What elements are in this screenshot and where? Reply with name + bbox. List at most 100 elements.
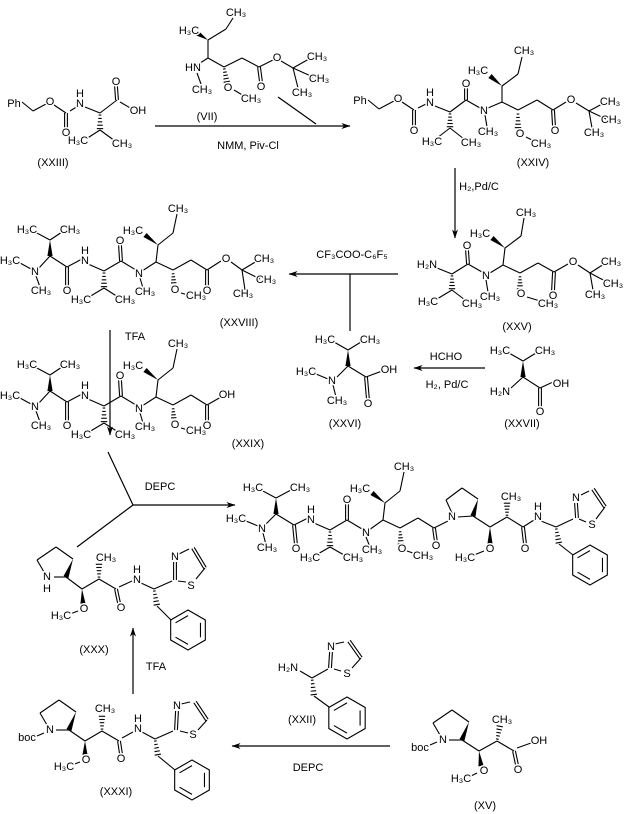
atom-label: H₃C	[418, 296, 438, 308]
atom-label: H₂N	[490, 386, 510, 398]
atom-label: H₃C	[68, 135, 88, 147]
atom-label: CH₃	[585, 289, 605, 301]
atom-label: O	[462, 78, 471, 90]
atom-label: OH	[531, 735, 548, 747]
atom-label: CH₃	[501, 491, 521, 503]
atom-label: O	[112, 76, 121, 88]
atom-label: H₃C	[123, 360, 143, 372]
compound-label-xxix: (XXIX)	[232, 438, 264, 450]
atom-label: O	[551, 125, 560, 137]
atom-label: CH₃	[60, 359, 80, 371]
atom-label: N	[76, 98, 84, 110]
atom-label: H	[307, 504, 315, 516]
atom-label: O	[480, 765, 489, 777]
atom-label: CH₃	[601, 256, 621, 268]
atom-label: N	[572, 492, 580, 504]
atom-label: O	[398, 543, 407, 555]
atom-label: O	[46, 96, 55, 108]
atom-label: O	[549, 290, 558, 302]
atom-label: H	[43, 583, 51, 595]
atom-label: O	[222, 253, 231, 265]
atom-label: O	[536, 406, 545, 418]
atom-label: N	[362, 527, 370, 539]
atom-label: O	[203, 285, 212, 297]
atom-label: S	[588, 519, 595, 531]
atom-label: N	[426, 97, 434, 109]
atom-label: OH	[381, 364, 398, 376]
atom-label: H	[134, 713, 142, 725]
atom-label: N	[81, 390, 89, 402]
atom-label: N	[328, 375, 336, 387]
atom-label: N	[327, 641, 335, 653]
atom-label: CH₃	[492, 714, 512, 726]
atom-label: N	[173, 700, 181, 712]
atom-label: O	[486, 543, 495, 555]
atom-label: CH₃	[115, 294, 135, 306]
atom-label: H₃C	[315, 334, 335, 346]
atom-label: Ph	[7, 98, 20, 110]
atom-label: O	[80, 603, 89, 615]
phenyl-ring	[328, 696, 366, 740]
atom-label: O	[63, 420, 72, 432]
atom-label: H	[81, 380, 89, 392]
atom-label: O	[257, 81, 266, 93]
atom-label: CH₃	[538, 298, 558, 310]
compound-label-xxviii: (XXVIII)	[220, 317, 259, 329]
atom-label: CH₃	[362, 544, 382, 556]
atom-label: CH₃	[394, 461, 414, 473]
atom-label: O	[116, 235, 125, 247]
atom-label: O	[171, 419, 180, 431]
connector-line-4	[76, 504, 134, 548]
atom-label: CH₃	[531, 138, 551, 150]
atom-label: CH₃	[413, 550, 433, 562]
atom-label: H₃C	[179, 25, 199, 37]
reagent-label-1: NMM, Piv-Cl	[217, 140, 279, 152]
atom-label: H₃C	[0, 390, 20, 402]
compound-label-xxx: (XXX)	[79, 644, 108, 656]
atom-label: CH₃	[292, 87, 312, 99]
atom-label: CH₃	[135, 286, 155, 298]
atom-label: O	[394, 93, 403, 105]
atom-label: CH₃	[461, 137, 481, 149]
atom-label: N	[31, 401, 39, 413]
phenyl-ring	[174, 759, 210, 801]
atom-label: O	[63, 285, 72, 297]
compound-label-xxiv: (XXIV)	[517, 157, 549, 169]
atom-label: S	[189, 729, 196, 741]
atom-label: O	[82, 754, 91, 766]
atom-label: H	[133, 564, 141, 576]
atom-label: O	[224, 82, 233, 94]
atom-label: O	[463, 240, 472, 252]
atom-label: H	[76, 88, 84, 100]
compound-label-xxiii: (XXIII)	[37, 157, 68, 169]
atom-label: H₃C	[490, 345, 510, 357]
atom-label: N	[133, 574, 141, 586]
atom-label: CH₃	[307, 51, 327, 63]
atom-label: H₃C	[422, 136, 442, 148]
atom-label: CH₃	[96, 552, 116, 564]
atom-label: HN	[185, 62, 201, 74]
atom-label: O	[432, 540, 441, 552]
atom-label: CH₃	[601, 114, 621, 126]
reagent-label-8: TFA	[146, 661, 167, 673]
atom-label: N	[534, 511, 542, 523]
compound-label-xxii: (XXII)	[288, 714, 316, 726]
atom-label: CH₃	[584, 127, 604, 139]
atom-label: O	[517, 288, 526, 300]
atom-label: H	[534, 501, 542, 513]
atom-label: H	[426, 87, 434, 99]
atom-label: H₃C	[71, 294, 91, 306]
atom-label: N	[134, 723, 142, 735]
reagent-label-9: DEPC	[293, 762, 324, 774]
compound-label-xv: (XV)	[474, 800, 496, 812]
phenyl-ring	[572, 544, 608, 586]
